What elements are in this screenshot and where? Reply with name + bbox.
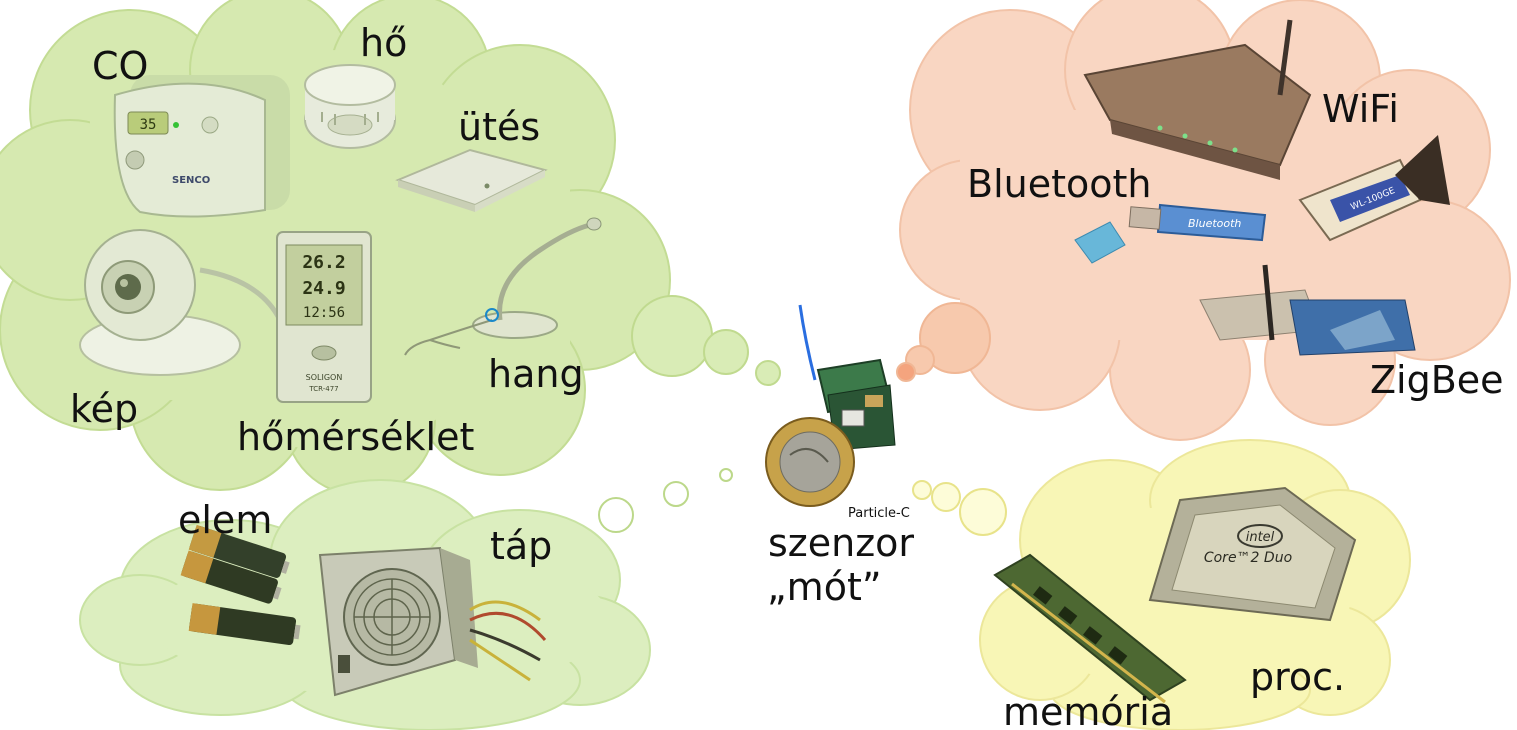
label-memoria: memória (1003, 690, 1173, 730)
co-display-value: 35 (140, 117, 157, 133)
labels: CO hő ütés kép hang hőmérséklet elem táp… (70, 21, 1504, 730)
thought-bubbles-bottom-left (598, 468, 733, 533)
cpu-model: Core™2 Duo (1204, 550, 1292, 566)
thought-bubbles-bottom-right (912, 480, 1007, 536)
thermo-model: TCR-477 (308, 385, 338, 393)
webcam-image (79, 229, 283, 376)
shock-sensor-image (395, 148, 548, 212)
label-zigbee: ZigBee (1370, 358, 1504, 402)
wifi-card-image: WL-100GE (1298, 135, 1450, 242)
label-elem: elem (178, 498, 272, 542)
thought-bubbles-left (631, 295, 781, 386)
thermo-value-3: 12:56 (303, 305, 345, 321)
label-particle: Particle-C (848, 506, 910, 521)
label-co: CO (92, 44, 148, 88)
label-utes: ütés (458, 105, 540, 149)
bluetooth-stick-image: Bluetooth (1074, 203, 1267, 264)
thermo-brand: SOLIGON (306, 373, 343, 382)
label-proc: proc. (1250, 655, 1345, 699)
power-supply-image (318, 546, 547, 697)
co-detector-image: 35 SENCO (113, 75, 290, 218)
label-mot: „mót” (767, 565, 882, 609)
microphone-image (404, 217, 602, 356)
bt-stick-label: Bluetooth (1188, 217, 1241, 230)
heat-detector-image (304, 64, 396, 149)
batteries-image (180, 524, 301, 646)
label-bluetooth: Bluetooth (967, 162, 1151, 206)
label-homerseklet: hőmérséklet (237, 415, 474, 459)
thermo-value-2: 24.9 (302, 278, 345, 299)
wifi-router-image (1083, 19, 1312, 180)
thermometer-image: 26.2 24.9 12:56 SOLIGON TCR-477 (276, 231, 372, 403)
label-kep: kép (70, 387, 138, 431)
cpu-image: intel Core™2 Duo (1148, 486, 1357, 622)
label-ho: hő (360, 21, 407, 65)
label-wifi: WiFi (1322, 87, 1399, 131)
memory-module-image (993, 553, 1187, 704)
label-tap: táp (490, 524, 552, 568)
co-brand: SENCO (172, 175, 210, 186)
label-szenzor: szenzor (768, 521, 914, 565)
thought-bubbles-right (896, 302, 991, 382)
thermo-value-1: 26.2 (302, 252, 345, 273)
zigbee-card-image (1199, 264, 1416, 356)
label-hang: hang (488, 352, 584, 396)
cpu-brand: intel (1246, 530, 1275, 545)
sensor-mote-image (765, 304, 896, 507)
